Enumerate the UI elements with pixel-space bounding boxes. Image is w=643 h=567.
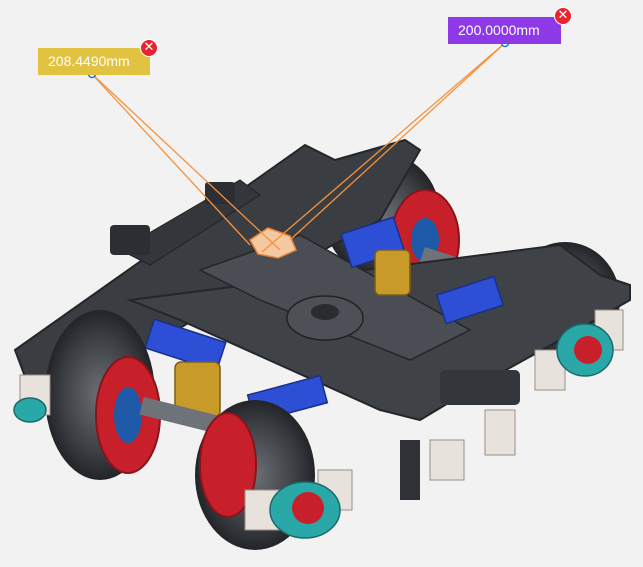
close-icon[interactable]: ✕ [554, 7, 572, 25]
close-icon[interactable]: ✕ [140, 39, 158, 57]
measurement-label-b[interactable]: 200.0000mm [448, 17, 561, 44]
measurement-leader-lines [87, 38, 510, 253]
front-left-wheel [45, 310, 161, 480]
measurement-label-a[interactable]: 208.4490mm [38, 48, 150, 75]
axlebox-housings [13, 323, 614, 539]
